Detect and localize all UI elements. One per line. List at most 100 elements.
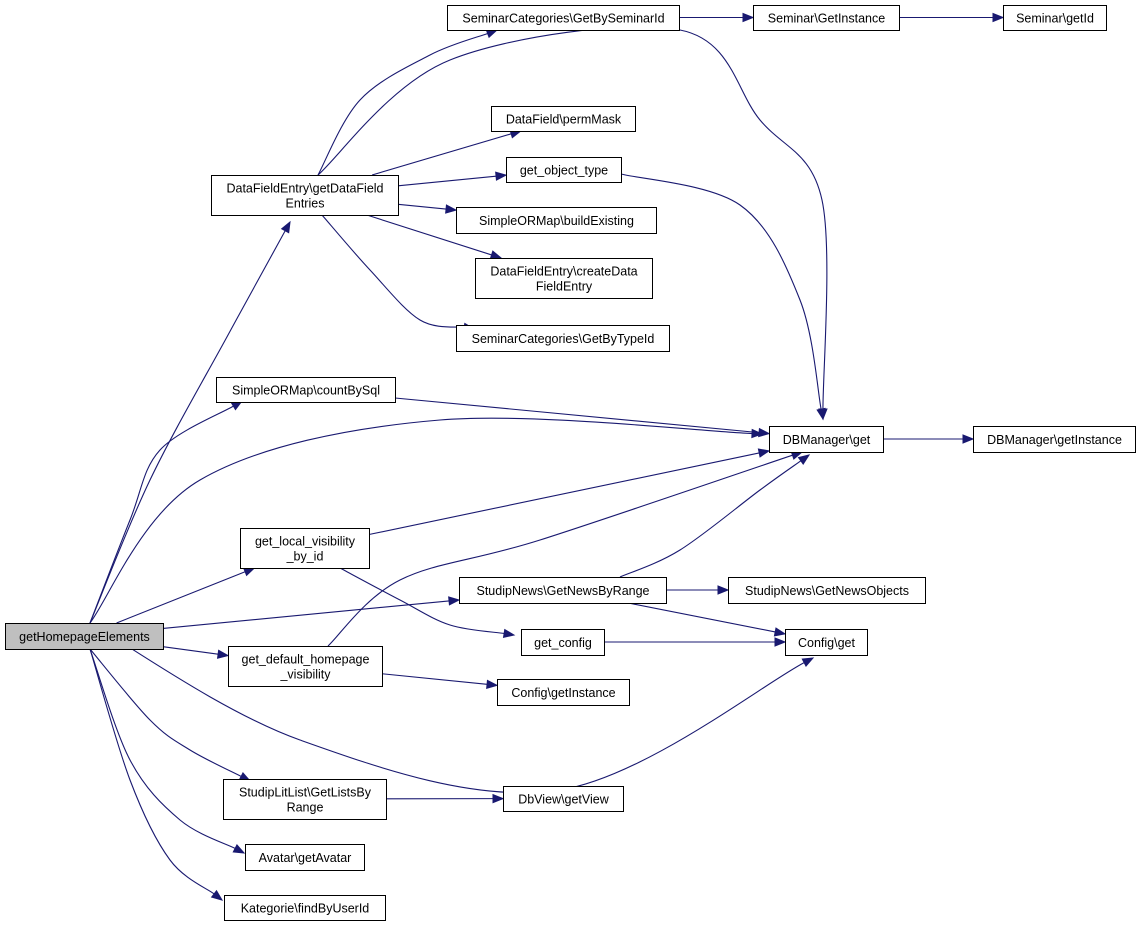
- edge-line: [321, 214, 465, 328]
- edge-line: [89, 230, 286, 624]
- arrowhead-icon: [757, 448, 771, 458]
- edge-get_default_vis-to-config_getinst: [381, 673, 499, 690]
- arrowhead-icon: [801, 657, 815, 668]
- node-get-local-vis[interactable]: get_local_visibility_by_id: [240, 528, 370, 569]
- node-label: get_default_homepage: [242, 653, 370, 667]
- arrowhead-icon: [751, 428, 764, 439]
- node-box: [503, 786, 624, 812]
- node-box: [753, 5, 900, 31]
- node-box: [211, 175, 399, 216]
- node-box: [216, 377, 396, 403]
- arrowhead-icon: [242, 567, 256, 577]
- node-sc-getbytype[interactable]: SeminarCategories\GetByTypeId: [456, 325, 670, 352]
- arrowhead-icon: [280, 220, 291, 234]
- edge-dfe_getentries-to-orm_buildexisting: [397, 203, 458, 214]
- edge-dbm_get-to-dbm_getinst: [883, 434, 975, 444]
- edge-line: [619, 460, 802, 578]
- node-label: get_config: [534, 636, 592, 650]
- node-label: DataFieldEntry\getDataField: [226, 182, 383, 196]
- arrowhead-icon: [495, 171, 508, 181]
- arrowhead-icon: [489, 250, 503, 260]
- edge-line: [620, 173, 822, 410]
- edge-get_object_type-to-dbm_get: [620, 173, 826, 421]
- arrowhead-icon: [448, 596, 461, 606]
- node-box: [456, 207, 657, 234]
- node-config-getinst[interactable]: Config\getInstance: [497, 679, 630, 706]
- node-box: [769, 426, 884, 453]
- edge-root-to-dfe_getentries: [89, 220, 291, 624]
- node-sc-getbysem[interactable]: SeminarCategories\GetBySeminarId: [447, 5, 680, 31]
- arrowhead-icon: [774, 637, 787, 647]
- node-avatar-get[interactable]: Avatar\getAvatar: [245, 844, 365, 871]
- node-box: [728, 577, 926, 604]
- node-get-default-vis[interactable]: get_default_homepage_visibility: [228, 646, 383, 687]
- node-label: StudipLitList\GetListsBy: [239, 786, 372, 800]
- node-label: _by_id: [286, 550, 324, 564]
- node-box: [224, 895, 386, 921]
- node-root[interactable]: getHomepageElements: [5, 623, 164, 650]
- node-box: [223, 779, 387, 820]
- node-label: SimpleORMap\buildExisting: [479, 214, 634, 228]
- node-label: Range: [287, 801, 324, 815]
- node-sem-getinst[interactable]: Seminar\GetInstance: [753, 5, 900, 31]
- node-config-get[interactable]: Config\get: [785, 629, 868, 656]
- arrowhead-icon: [797, 454, 811, 465]
- node-box: [475, 258, 653, 299]
- edge-line: [371, 133, 512, 176]
- edge-line: [339, 567, 505, 634]
- edge-dfe_getentries-to-df_permmask: [371, 129, 523, 176]
- node-kat-find[interactable]: Kategorie\findByUserId: [224, 895, 386, 921]
- node-orm-countbysql[interactable]: SimpleORMap\countBySql: [216, 377, 396, 403]
- node-label: StudipNews\GetNewsByRange: [477, 584, 650, 598]
- edge-root-to-dbm_get: [89, 417, 764, 624]
- node-dbm-getinst[interactable]: DBManager\getInstance: [973, 426, 1136, 453]
- node-sn-getbyrange[interactable]: StudipNews\GetNewsByRange: [459, 577, 667, 604]
- arrowhead-icon: [210, 889, 224, 901]
- edge-sll_getlists-to-dbview_getview: [385, 793, 505, 804]
- edge-line: [89, 417, 753, 624]
- node-box: [447, 5, 680, 31]
- node-box: [785, 629, 868, 656]
- edge-line: [368, 452, 760, 536]
- node-sem-getid[interactable]: Seminar\getId: [1003, 5, 1107, 31]
- edge-get_default_vis-to-dbm_get: [327, 450, 804, 647]
- node-get-object-type[interactable]: get_object_type: [506, 157, 622, 183]
- edge-root-to-get_local_vis: [116, 567, 256, 624]
- edge-line: [89, 648, 236, 849]
- node-label: DataField\permMask: [506, 113, 622, 127]
- node-box: [240, 528, 370, 569]
- node-label: Avatar\getAvatar: [259, 851, 352, 865]
- node-label: DataFieldEntry\createData: [490, 265, 637, 279]
- arrowhead-icon: [502, 628, 516, 639]
- edge-get_local_vis-to-get_config: [339, 567, 516, 639]
- edge-root-to-config_get: [89, 622, 815, 794]
- edge-line: [89, 405, 234, 624]
- edge-line: [381, 673, 488, 685]
- node-box: [521, 629, 605, 656]
- edge-line: [366, 214, 492, 256]
- node-sn-getobjects[interactable]: StudipNews\GetNewsObjects: [728, 577, 926, 604]
- node-get-config[interactable]: get_config: [521, 629, 605, 656]
- node-dbview-getview[interactable]: DbView\getView: [503, 786, 624, 812]
- node-box: [5, 623, 164, 650]
- edge-line: [628, 602, 776, 633]
- edge-sn_getbyrange-to-config_get: [628, 602, 787, 637]
- node-box: [973, 426, 1136, 453]
- edge-root-to-sll_getlists: [89, 648, 252, 782]
- node-box: [245, 844, 365, 871]
- node-box: [491, 106, 636, 132]
- node-dbm-get[interactable]: DBManager\get: [769, 426, 884, 453]
- node-orm-buildexisting[interactable]: SimpleORMap\buildExisting: [456, 207, 657, 234]
- node-label: DBManager\get: [783, 433, 871, 447]
- arrowhead-icon: [742, 12, 755, 23]
- node-df-permmask[interactable]: DataField\permMask: [491, 106, 636, 132]
- arrowhead-icon: [758, 427, 771, 438]
- edge-sem_getinst-to-sem_getid: [899, 12, 1005, 23]
- node-box: [506, 157, 622, 183]
- node-box: [228, 646, 383, 687]
- edge-line: [162, 646, 219, 655]
